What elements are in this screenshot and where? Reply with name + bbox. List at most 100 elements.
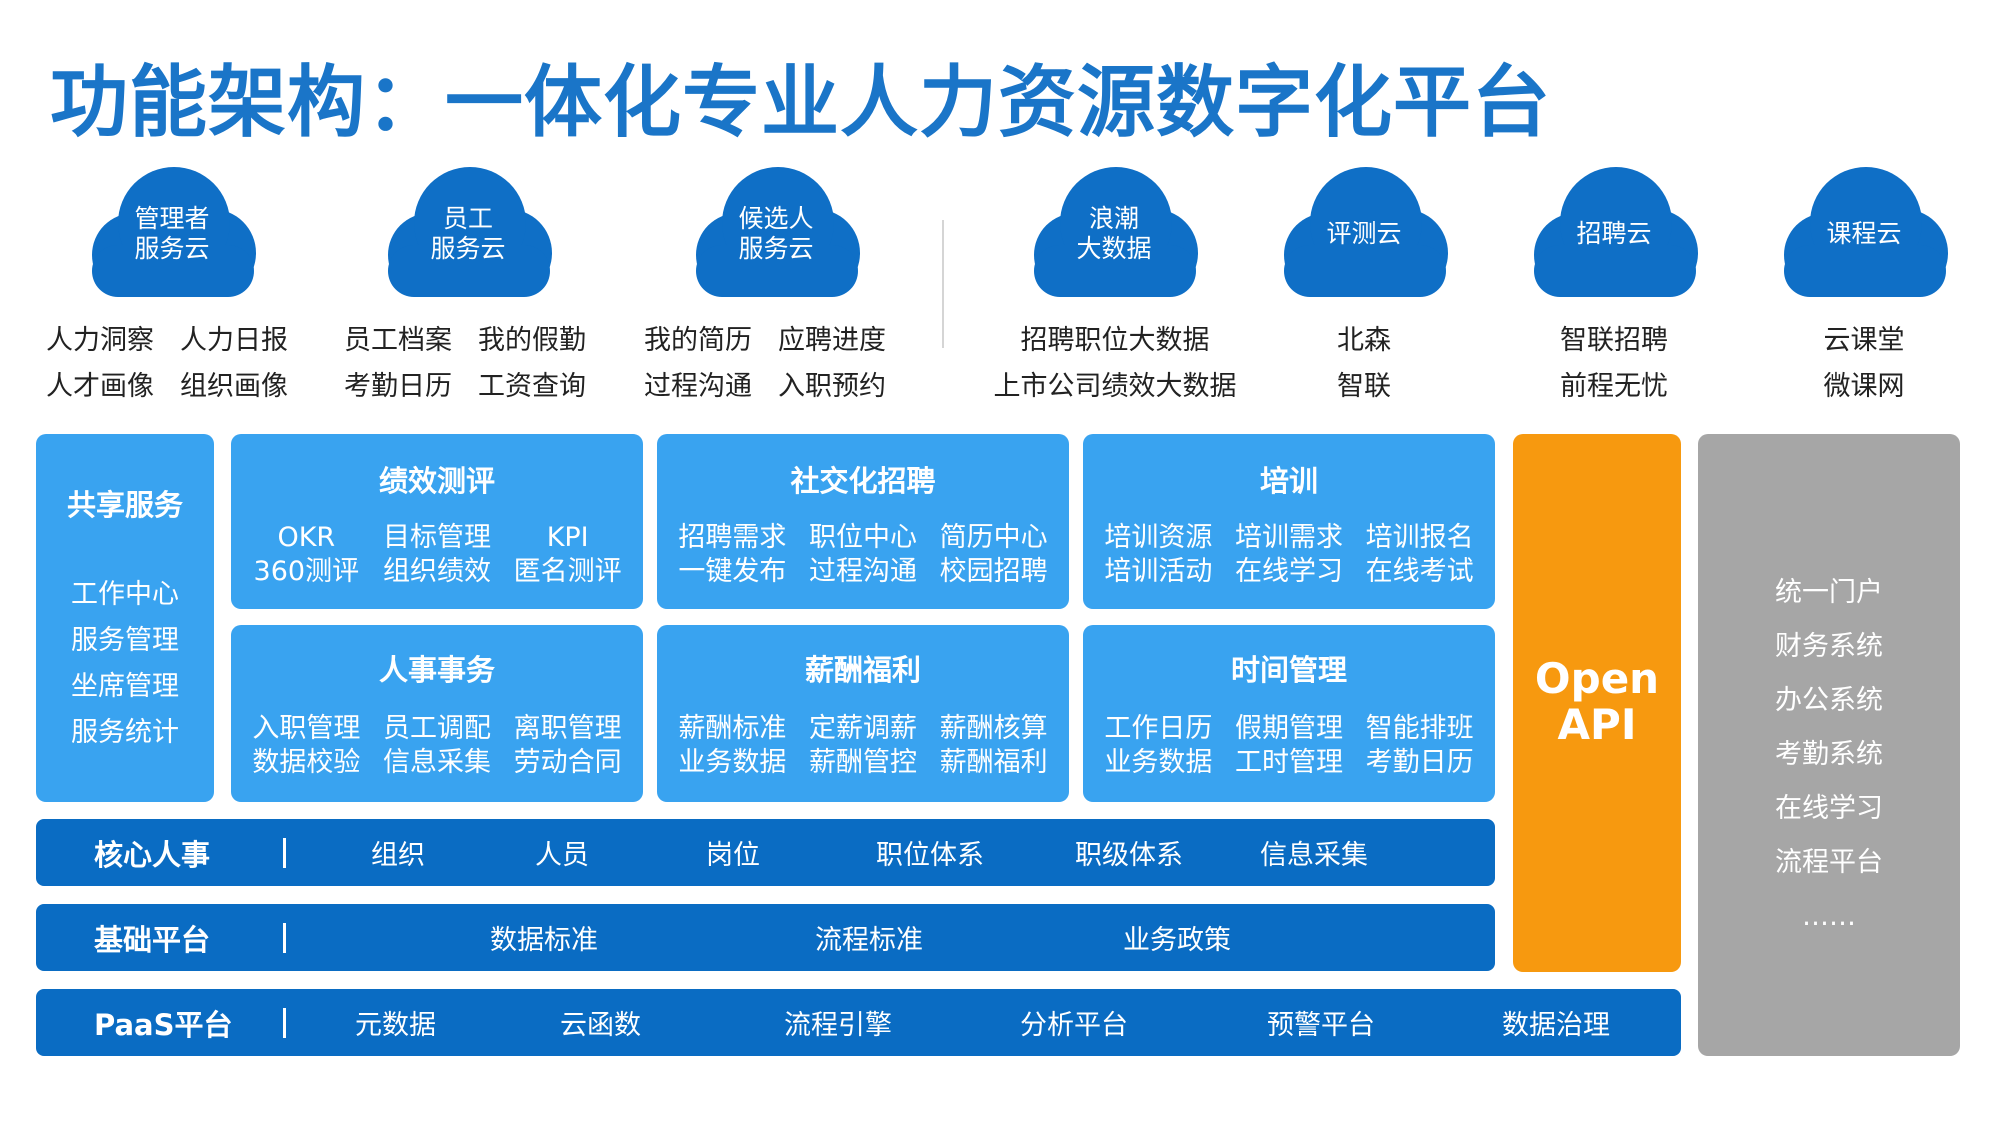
cloud-item: 应聘进度 bbox=[778, 325, 886, 356]
open-api-line: Open bbox=[1534, 654, 1660, 703]
cloud-item: 入职预约 bbox=[778, 371, 886, 402]
bar-label: 核心人事 bbox=[94, 837, 211, 872]
module-item: 培训需求 bbox=[1234, 522, 1343, 553]
cloud-label-line: 评测云 bbox=[1326, 219, 1402, 248]
module-item: 校园招聘 bbox=[939, 556, 1048, 587]
cloud-item: 过程沟通 bbox=[644, 371, 752, 402]
bar-item: 职位体系 bbox=[876, 840, 984, 871]
cloud-item: 北森 bbox=[1337, 325, 1391, 356]
module-item: 培训报名 bbox=[1365, 522, 1474, 553]
module-item: 业务数据 bbox=[678, 747, 787, 778]
module-item: 离职管理 bbox=[513, 713, 622, 744]
bar-separator bbox=[283, 1007, 286, 1038]
module-item: 目标管理 bbox=[382, 522, 491, 553]
integration-item: 统一门户 bbox=[1775, 577, 1883, 608]
cloud-icon bbox=[1284, 167, 1448, 297]
module-title: 时间管理 bbox=[1230, 653, 1347, 687]
cloud-icon bbox=[696, 167, 860, 297]
module-performance: 绩效测评 OKR 目标管理 KPI 360测评 组织绩效 匿名测评 bbox=[231, 434, 643, 609]
cloud-item: 工资查询 bbox=[478, 371, 586, 402]
cloud-label-line: 课程云 bbox=[1826, 219, 1902, 248]
module-item: 组织绩效 bbox=[382, 556, 491, 587]
bar-item: 职级体系 bbox=[1075, 840, 1183, 871]
cloud-item-row: 考勤日历工资查询 bbox=[344, 364, 586, 403]
cloud-item: 组织画像 bbox=[180, 371, 288, 402]
open-api-label: Open API bbox=[1513, 656, 1681, 748]
module-item: 工作日历 bbox=[1104, 713, 1213, 744]
cloud-label-line: 招聘云 bbox=[1576, 219, 1652, 248]
module-hr-affairs: 人事事务 入职管理 员工调配 离职管理 数据校验 信息采集 劳动合同 bbox=[231, 625, 643, 802]
module-item: 匿名测评 bbox=[513, 556, 622, 587]
cloud-label-line: 员工 bbox=[442, 204, 493, 233]
module-item: 假期管理 bbox=[1234, 713, 1343, 744]
bar-separator bbox=[283, 837, 286, 868]
integration-item: 办公系统 bbox=[1775, 685, 1883, 716]
page-title: 功能架构：一体化专业人力资源数字化平台 bbox=[50, 58, 1552, 148]
module-item: OKR bbox=[277, 522, 336, 553]
bar-item: 流程标准 bbox=[815, 925, 923, 956]
module-title: 社交化招聘 bbox=[790, 464, 936, 498]
integration-list: 统一门户 财务系统 办公系统 考勤系统 在线学习 流程平台 …… bbox=[1698, 566, 1960, 944]
module-item: 业务数据 bbox=[1104, 747, 1213, 778]
cloud-item: 人才画像 bbox=[46, 371, 154, 402]
module-item: 在线学习 bbox=[1234, 556, 1343, 587]
bar-item: 人员 bbox=[535, 840, 589, 871]
integration-panel: 统一门户 财务系统 办公系统 考勤系统 在线学习 流程平台 …… bbox=[1698, 434, 1960, 1056]
module-time-management: 时间管理 工作日历 假期管理 智能排班 业务数据 工时管理 考勤日历 bbox=[1083, 625, 1495, 802]
module-item: 360测评 bbox=[253, 556, 360, 587]
module-item: 智能排班 bbox=[1365, 713, 1474, 744]
bar-separator bbox=[283, 922, 286, 953]
module-title: 培训 bbox=[1259, 464, 1318, 498]
cloud-course: 课程云 bbox=[1764, 145, 1964, 305]
cloud-icon bbox=[388, 167, 552, 297]
shared-service-title: 共享服务 bbox=[66, 488, 183, 522]
shared-service-item: 服务统计 bbox=[71, 717, 179, 748]
bar-item: 元数据 bbox=[355, 1010, 436, 1041]
integration-item: …… bbox=[1802, 901, 1856, 932]
module-item: 招聘需求 bbox=[678, 522, 787, 553]
module-item: 薪酬管控 bbox=[808, 747, 917, 778]
divider bbox=[942, 220, 944, 348]
module-item: 数据校验 bbox=[252, 747, 361, 778]
cloud-item: 上市公司绩效大数据 bbox=[993, 371, 1237, 402]
module-item: 薪酬福利 bbox=[939, 747, 1048, 778]
integration-item: 财务系统 bbox=[1775, 631, 1883, 662]
cloud-icon bbox=[1784, 167, 1948, 297]
module-social-recruitment: 社交化招聘 招聘需求 职位中心 简历中心 一键发布 过程沟通 校园招聘 bbox=[657, 434, 1069, 609]
open-api-line: API bbox=[1557, 700, 1637, 749]
bar-item: 岗位 bbox=[706, 840, 760, 871]
module-item: 过程沟通 bbox=[808, 556, 917, 587]
cloud-icon bbox=[1034, 167, 1198, 297]
shared-service-item: 工作中心 bbox=[71, 579, 179, 610]
cloud-icon bbox=[1534, 167, 1698, 297]
cloud-item: 人力洞察 bbox=[46, 325, 154, 356]
cloud-icon bbox=[92, 167, 256, 297]
integration-item: 流程平台 bbox=[1775, 847, 1883, 878]
module-item: 薪酬核算 bbox=[939, 713, 1048, 744]
bar-core-hr: 核心人事 组织 人员 岗位 职位体系 职级体系 信息采集 bbox=[36, 819, 1495, 886]
module-item: 薪酬标准 bbox=[678, 713, 787, 744]
bar-paas-platform: PaaS平台 元数据 云函数 流程引擎 分析平台 预警平台 数据治理 bbox=[36, 989, 1681, 1056]
cloud-item: 云课堂 bbox=[1823, 325, 1905, 356]
cloud-big-data: 浪潮大数据 bbox=[1014, 145, 1214, 305]
module-item: 劳动合同 bbox=[513, 747, 622, 778]
bar-item: 组织 bbox=[371, 840, 425, 871]
bar-label: PaaS平台 bbox=[94, 1007, 233, 1042]
shared-service-list: 工作中心 服务管理 坐席管理 服务统计 bbox=[36, 572, 214, 756]
bar-item: 数据标准 bbox=[490, 925, 598, 956]
cloud-item: 智联招聘 bbox=[1560, 325, 1668, 356]
cloud-assessment: 评测云 bbox=[1264, 145, 1464, 305]
bar-item: 分析平台 bbox=[1020, 1010, 1128, 1041]
bar-label: 基础平台 bbox=[94, 922, 211, 957]
shared-service-item: 服务管理 bbox=[71, 625, 179, 656]
module-compensation: 薪酬福利 薪酬标准 定薪调薪 薪酬核算 业务数据 薪酬管控 薪酬福利 bbox=[657, 625, 1069, 802]
module-item: 在线考试 bbox=[1365, 556, 1474, 587]
cloud-item-row: 人才画像组织画像 bbox=[46, 364, 288, 403]
cloud-label-line: 服务云 bbox=[134, 234, 210, 263]
module-title: 薪酬福利 bbox=[804, 653, 921, 687]
bar-item: 数据治理 bbox=[1502, 1010, 1610, 1041]
module-item: 考勤日历 bbox=[1365, 747, 1474, 778]
cloud-item: 员工档案 bbox=[344, 325, 452, 356]
cloud-item: 考勤日历 bbox=[344, 371, 452, 402]
module-training: 培训 培训资源 培训需求 培训报名 培训活动 在线学习 在线考试 bbox=[1083, 434, 1495, 609]
